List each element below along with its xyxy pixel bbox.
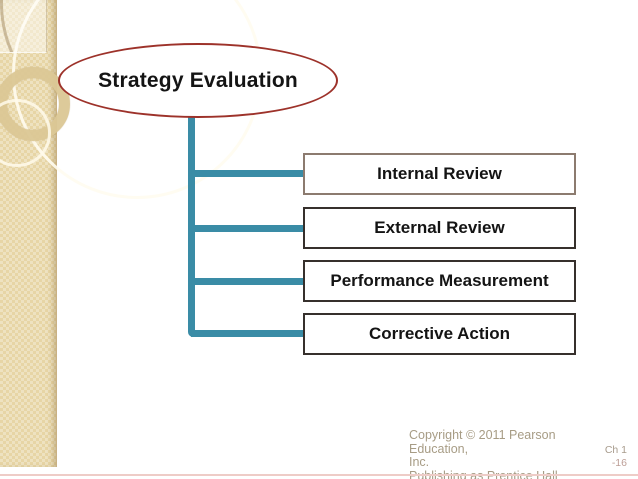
copyright-line: Inc. — [409, 455, 430, 470]
box-external-review: External Review — [303, 207, 576, 249]
connector-branch-internal-review — [191, 170, 303, 177]
box-performance-measurement: Performance Measurement — [303, 260, 576, 302]
box-label: External Review — [374, 218, 505, 237]
page-number: -16 — [611, 457, 627, 469]
left-decorative-strip — [0, 0, 262, 467]
diagram-title: Strategy Evaluation — [98, 68, 298, 92]
box-label: Internal Review — [377, 164, 502, 183]
chapter-label: Ch 1 — [604, 444, 627, 456]
copyright-notice: Copyright © 2011 Pearson Education, Inc.… — [409, 428, 609, 479]
box-label: Corrective Action — [368, 324, 511, 343]
page-marker: Ch 1 -16 — [587, 444, 627, 470]
strategy-evaluation-ellipse: Strategy Evaluation — [58, 43, 338, 118]
connector-branch-corrective-action — [191, 330, 303, 337]
connector-branch-performance-measurement — [191, 278, 303, 285]
box-label: Performance Measurement — [330, 271, 549, 290]
copyright-line: Copyright © 2011 Pearson Education, — [409, 428, 556, 456]
decor-corner-square — [0, 0, 47, 53]
box-corrective-action: Corrective Action — [303, 313, 576, 355]
footer-divider-line — [0, 474, 638, 476]
box-internal-review: Internal Review — [303, 153, 576, 195]
decor-thin-ring — [0, 99, 51, 167]
connector-branch-external-review — [191, 225, 303, 232]
decor-corner-arc — [0, 0, 46, 52]
